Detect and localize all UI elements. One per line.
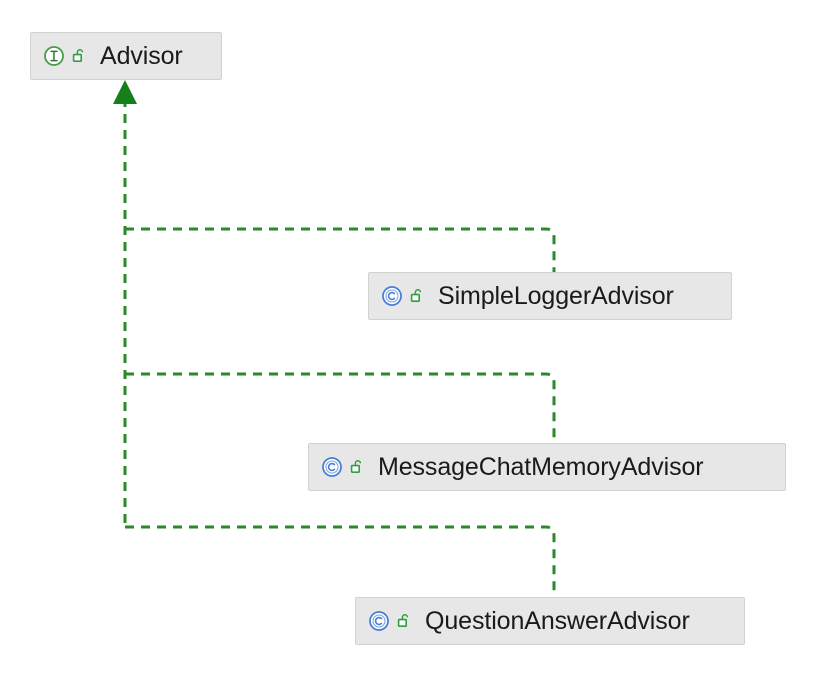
class-icon: [381, 285, 403, 307]
uml-node-simple-logger-advisor[interactable]: SimpleLoggerAdvisor: [368, 272, 732, 320]
uml-node-label: MessageChatMemoryAdvisor: [378, 452, 704, 481]
class-icon: [321, 456, 343, 478]
class-icon: [368, 610, 390, 632]
edge-question-answer-to-advisor: [125, 525, 556, 597]
edge-message-chat-memory-to-advisor: [124, 372, 556, 443]
uml-node-label: Advisor: [100, 41, 183, 70]
interface-icon: [43, 45, 65, 67]
open-padlock-icon: [350, 459, 365, 475]
uml-node-advisor[interactable]: Advisor: [30, 32, 222, 80]
open-padlock-icon: [72, 48, 87, 64]
open-padlock-icon: [397, 613, 412, 629]
realization-arrowhead-icon: [113, 80, 137, 104]
uml-node-question-answer-advisor[interactable]: QuestionAnswerAdvisor: [355, 597, 745, 645]
edge-simple-logger-to-advisor: [124, 227, 556, 272]
open-padlock-icon: [410, 288, 425, 304]
uml-node-label: SimpleLoggerAdvisor: [438, 281, 674, 310]
uml-node-label: QuestionAnswerAdvisor: [425, 606, 690, 635]
uml-node-message-chat-memory-advisor[interactable]: MessageChatMemoryAdvisor: [308, 443, 786, 491]
